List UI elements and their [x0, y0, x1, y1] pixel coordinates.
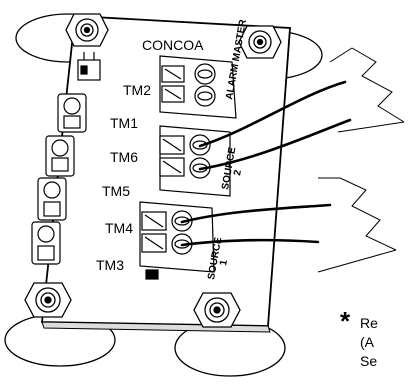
mounting-post-bottom-right: [193, 292, 241, 328]
note-line-1: Re: [360, 315, 378, 331]
wire-alarm-2: [198, 118, 352, 171]
terminal-label-tm2: TM2: [123, 82, 151, 98]
components: [31, 52, 159, 280]
terminal-label-tm4: TM4: [105, 220, 133, 236]
brand-label: CONCOA: [142, 37, 204, 53]
wires: [180, 80, 352, 247]
trimmer-pot-4: [31, 221, 61, 265]
terminal-block-source-2: [159, 125, 231, 197]
mounting-posts: [24, 13, 282, 328]
wire-break-lines: [317, 47, 405, 273]
block-label-source-1-number: 1: [218, 259, 230, 267]
wire-source-2: [180, 238, 320, 247]
trimmer-pots: [31, 93, 87, 265]
note-line-3: Se: [360, 353, 377, 369]
terminal-label-tm1: TM1: [110, 115, 138, 131]
mounting-post-top-right: [238, 25, 282, 59]
mounting-post-bottom-left: [24, 282, 72, 318]
terminal-block-source-1: [139, 201, 215, 273]
top-connector: [77, 52, 101, 81]
block-label-source-2-number: 2: [232, 169, 244, 177]
trimmer-pot-3: [37, 177, 67, 221]
break-line-upper: [351, 47, 405, 123]
trimmer-pot-1: [57, 93, 87, 133]
mounting-post-top-left: [65, 13, 109, 47]
break-line-lower: [339, 177, 397, 251]
wire-alarm-1: [198, 80, 347, 148]
component-marker: [145, 269, 159, 280]
terminal-label-tm6: TM6: [110, 149, 138, 165]
terminal-block-alarm: [159, 55, 237, 119]
wire-source-1: [180, 203, 332, 224]
board-edge: [41, 321, 271, 333]
terminal-label-tm5: TM5: [102, 183, 130, 199]
note-asterisk: *: [340, 306, 351, 336]
terminal-label-tm3: TM3: [96, 257, 124, 273]
trimmer-pot-2: [45, 135, 75, 177]
note-line-2: (A: [360, 334, 375, 350]
